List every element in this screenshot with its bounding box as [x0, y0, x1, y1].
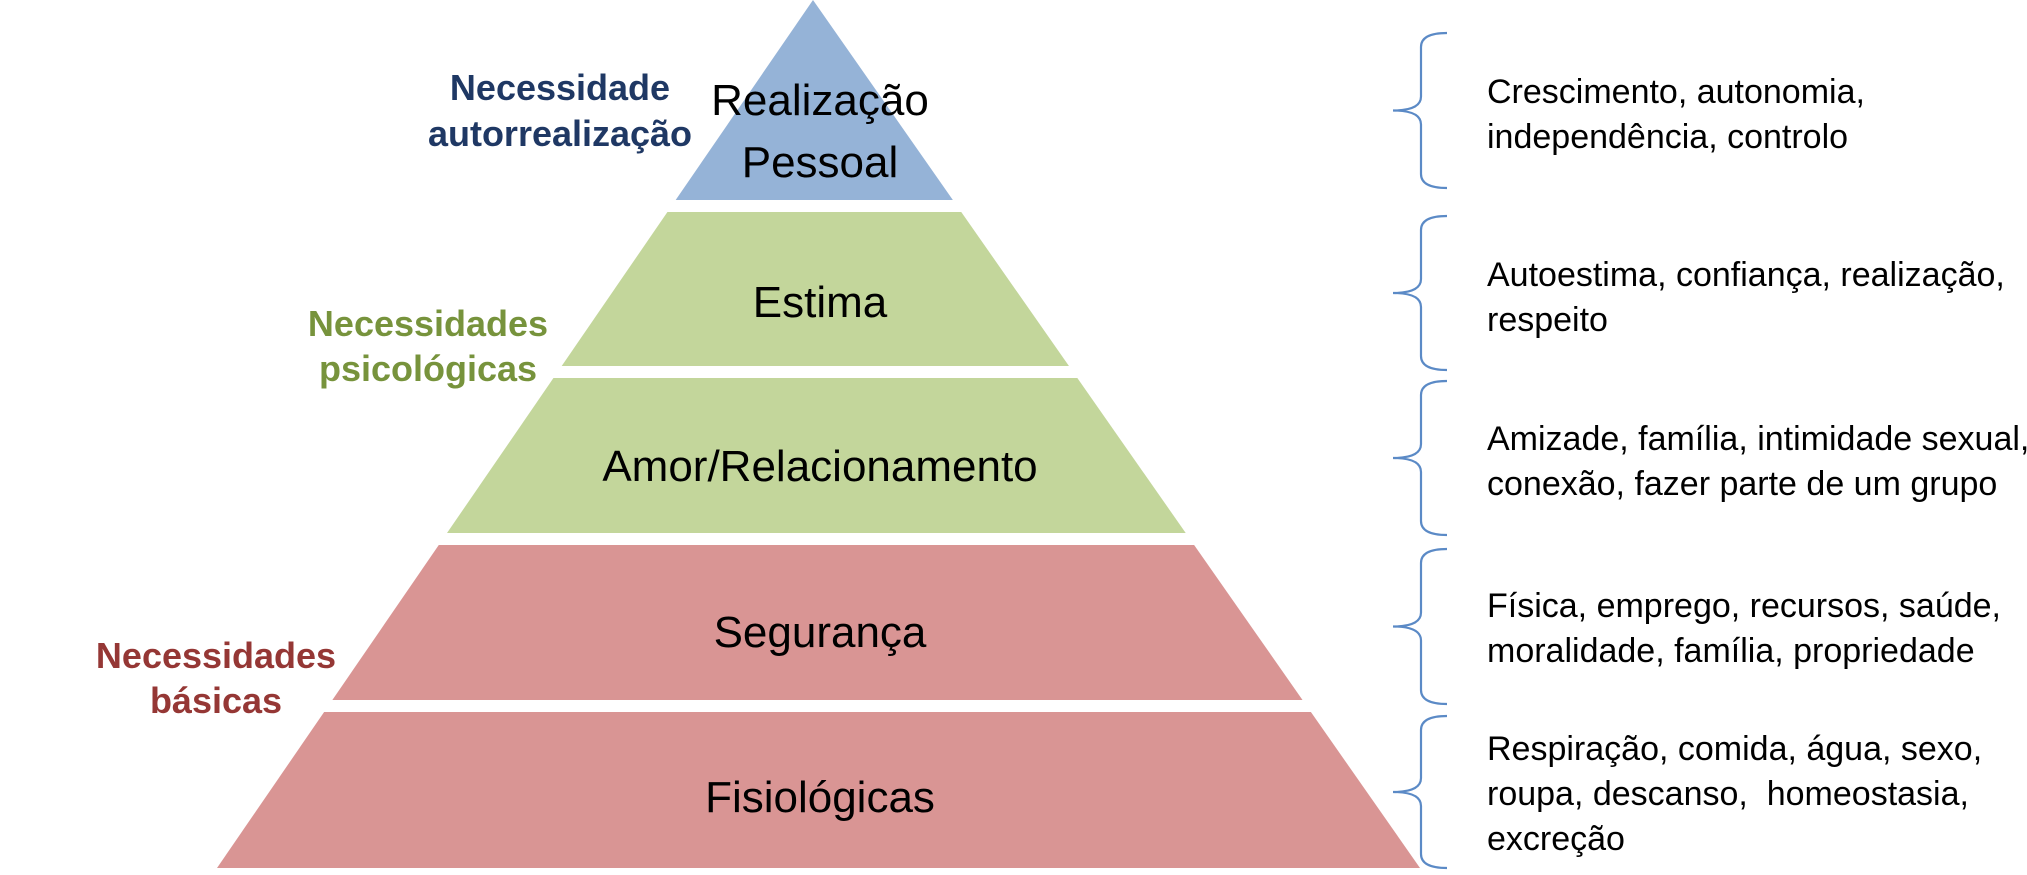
- group-label-necessidades-basicas-line: Necessidades: [96, 635, 336, 676]
- description-line: excreção: [1487, 820, 1625, 858]
- pyramid-layer-estima-shape: [561, 212, 1069, 366]
- description-line: conexão, fazer parte de um grupo: [1487, 465, 1997, 503]
- pyramid-layer-amor-relacionamento-shape: [447, 378, 1186, 533]
- group-label-necessidade-autorrealizacao-line: autorrealização: [428, 113, 692, 154]
- pyramid-layer-fisiologicas-shape: [217, 712, 1420, 868]
- description-line: roupa, descanso, homeostasia,: [1487, 775, 1969, 813]
- description-line: moralidade, família, propriedade: [1487, 632, 1975, 670]
- group-label-necessidade-autorrealizacao: Necessidade autorrealização: [428, 67, 692, 154]
- group-label-necessidades-psicologicas-line: psicológicas: [319, 348, 537, 389]
- pyramid-layer-realizacao-pessoal-label: Realização: [711, 76, 929, 125]
- pyramid-layer-seguranca: Segurança: [332, 545, 1303, 700]
- brace-3: [1392, 379, 1448, 537]
- brace-1: [1392, 31, 1448, 190]
- group-labels: NecessidadeautorrealizaçãoNecessidadesps…: [96, 67, 692, 721]
- pyramid-layer-fisiologicas-label: Fisiológicas: [705, 773, 935, 822]
- brace-2: [1392, 214, 1448, 372]
- description-level-1: Crescimento, autonomia, independência, co…: [1487, 73, 1865, 156]
- pyramid-layers: RealizaçãoPessoalEstimaAmor/Relacionamen…: [217, 0, 1420, 868]
- description-level-3: Amizade, família, intimidade sexual, cone…: [1487, 420, 2027, 503]
- group-label-necessidades-basicas-line: básicas: [150, 680, 282, 721]
- description-level-4: Física, emprego, recursos, saúde, moralid…: [1487, 587, 2001, 670]
- group-label-necessidade-autorrealizacao-line: Necessidade: [450, 67, 670, 108]
- group-label-necessidades-psicologicas-line: Necessidades: [308, 303, 548, 344]
- pyramid-layer-realizacao-pessoal-label: Pessoal: [742, 138, 899, 187]
- description-level-2: Autoestima, confiança, realização, respei…: [1487, 256, 2005, 339]
- description-line: Amizade, família, intimidade sexual,: [1487, 420, 2027, 458]
- description-braces: [1392, 31, 1448, 870]
- pyramid-layer-realizacao-pessoal-shape: [675, 0, 953, 200]
- pyramid-layer-estima-label: Estima: [753, 278, 888, 327]
- description-line: respeito: [1487, 301, 1608, 339]
- description-line: Respiração, comida, água, sexo,: [1487, 730, 1982, 768]
- description-level-5: Respiração, comida, água, sexo, roupa, de…: [1487, 730, 1982, 858]
- description-line: independência, controlo: [1487, 118, 1848, 156]
- pyramid-layer-fisiologicas: Fisiológicas: [217, 712, 1420, 868]
- description-line: Física, emprego, recursos, saúde,: [1487, 587, 2001, 625]
- pyramid-layer-amor-relacionamento-label: Amor/Relacionamento: [602, 442, 1037, 491]
- brace-5: [1392, 714, 1448, 870]
- pyramid-layer-seguranca-shape: [332, 545, 1303, 700]
- pyramid-layer-seguranca-label: Segurança: [714, 608, 927, 657]
- pyramid-layer-amor-relacionamento: Amor/Relacionamento: [447, 378, 1186, 533]
- pyramid-layer-estima: Estima: [561, 212, 1069, 366]
- description-line: Crescimento, autonomia,: [1487, 73, 1865, 111]
- brace-4: [1392, 547, 1448, 706]
- level-descriptions: Crescimento, autonomia, independência, co…: [1487, 73, 2027, 858]
- description-line: Autoestima, confiança, realização,: [1487, 256, 2005, 294]
